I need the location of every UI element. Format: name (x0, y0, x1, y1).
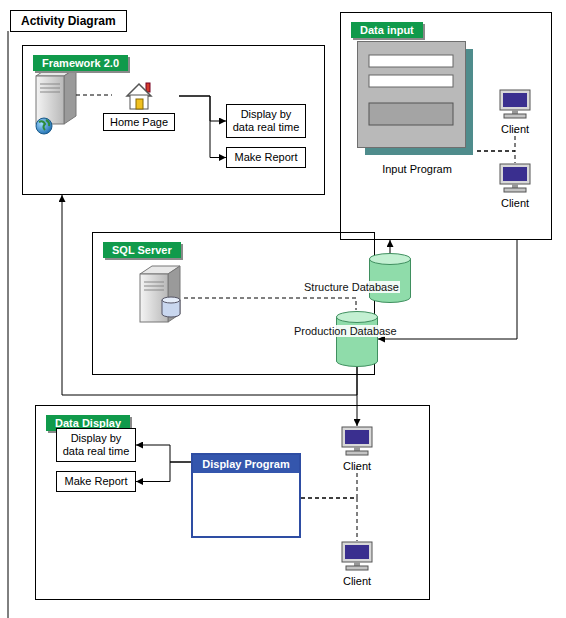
dashed-connector (301, 498, 357, 541)
arrow-connector (357, 367, 358, 426)
arrow-connector (136, 445, 191, 462)
globe-land (39, 120, 49, 130)
dashed-connector (477, 151, 515, 163)
monitor-icon (498, 89, 532, 119)
panel-header: Framework 2.0 (33, 55, 128, 71)
data-display-panel: Data DisplayDisplay by data real timeMak… (35, 405, 430, 600)
arrow-connector (62, 195, 357, 395)
client-label: Client (343, 460, 371, 472)
framework-panel: Framework 2.0Home Page Display by data re… (22, 45, 325, 195)
cylinder-shape (336, 311, 378, 367)
panel-header: SQL Server (103, 242, 181, 258)
arrow-connector (179, 96, 226, 121)
globe-icon (36, 118, 52, 134)
dashed-connector (301, 468, 357, 498)
box-label: Make Report (60, 475, 132, 488)
sql-server-panel: SQL ServerStructure DatabaseProduction D… (92, 232, 375, 375)
client-label: Client (343, 575, 371, 587)
process-box: Make Report (226, 147, 306, 168)
db-icon (162, 297, 180, 317)
panel-header: Data input (351, 22, 423, 38)
client-computer: Client (493, 89, 537, 131)
window-title: Display Program (193, 455, 299, 473)
monitor-icon (498, 163, 532, 193)
cylinder-shape (369, 253, 411, 303)
input-program-window: Input Program (357, 41, 477, 181)
data-input-panel: Data inputInput ProgramClientClient (340, 12, 552, 240)
display-program-window: Display Program (191, 453, 301, 538)
server-icon (36, 68, 76, 124)
database-cylinder: Production Database (291, 311, 391, 367)
monitor-icon (340, 426, 374, 456)
process-box: Display by data real time (226, 104, 306, 138)
box-label: Display by data real time (230, 108, 302, 134)
database-label: Production Database (293, 325, 398, 337)
client-computer: Client (493, 163, 537, 205)
home-page-icon: Home Page (99, 81, 179, 133)
client-label: Client (501, 123, 529, 135)
box-label: Display by data real time (60, 432, 132, 458)
program-label: Input Program (382, 163, 452, 175)
arrow-connector (390, 240, 391, 253)
box-label: Make Report (230, 151, 302, 164)
dashed-link (76, 95, 112, 96)
diagram-title: Activity Diagram (10, 10, 127, 32)
arrow-connector (179, 96, 226, 158)
dashed-link (184, 298, 356, 310)
program-window-icon (357, 41, 477, 159)
home-page-label: Home Page (103, 113, 175, 131)
database-label: Structure Database (303, 281, 400, 293)
database-cylinder: Structure Database (301, 253, 411, 303)
monitor-icon (340, 541, 374, 571)
server-icon (140, 266, 180, 322)
client-computer: Client (335, 541, 379, 583)
house-icon (124, 81, 154, 111)
client-label: Client (501, 197, 529, 209)
frame-line (8, 31, 9, 618)
client-computer: Client (335, 426, 379, 468)
process-box: Display by data real time (56, 428, 136, 462)
arrow-connector (136, 462, 191, 482)
process-box: Make Report (56, 471, 136, 492)
